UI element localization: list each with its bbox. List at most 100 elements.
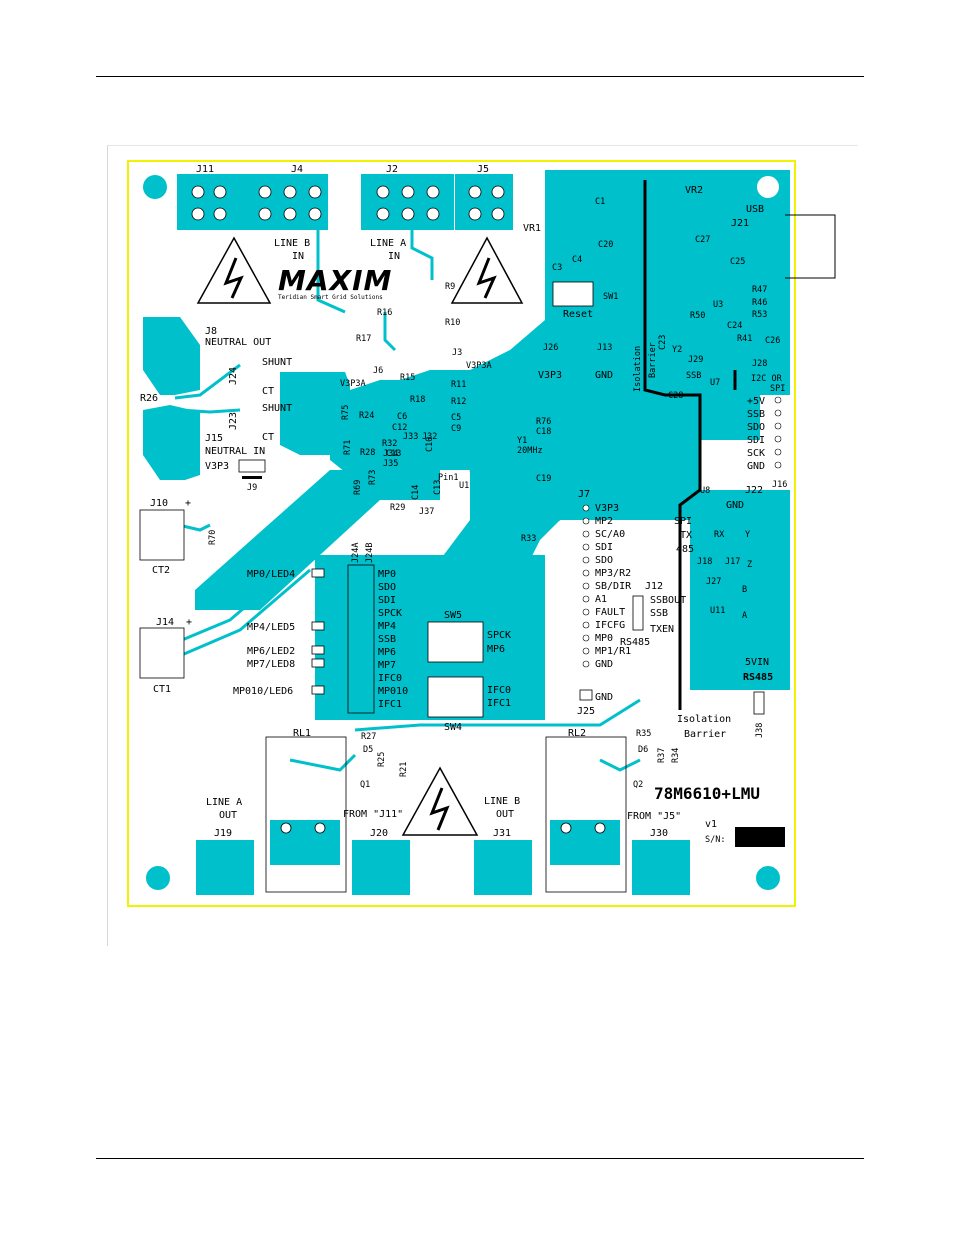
label-neutral-out: NEUTRAL OUT (205, 337, 271, 348)
label-spi-tx-1: SPI (674, 516, 692, 527)
label-barrier-1: Barrier (648, 342, 658, 378)
label-from-j11: FROM "J11" (343, 809, 403, 820)
j7-pin: V3P3 (595, 503, 619, 514)
j7-pin-labels: V3P3 MP2 SC/A0 SDI SDO MP3/R2 SB/DIR A1 … (595, 503, 632, 670)
j16-pin-labels: +5V SSB SDO SDI SCK GND (747, 396, 765, 472)
j7-pin: MP2 (595, 516, 613, 527)
label-c3: C3 (552, 263, 562, 273)
j7-pin: SB/DIR (595, 581, 632, 592)
label-r9: R9 (445, 282, 455, 292)
label-q2: Q2 (633, 780, 643, 790)
lightning-bolts (223, 257, 497, 831)
label-y1: Y1 (517, 436, 527, 446)
label-j11: J11 (196, 164, 214, 175)
label-rs485-gnd: GND (726, 500, 744, 511)
label-isolation-2: Isolation (677, 714, 731, 725)
label-j8: J8 (205, 326, 217, 337)
led-label: MP0/LED4 (247, 569, 295, 580)
label-ct-2: CT (262, 432, 274, 443)
label-rs485-title: RS485 (743, 672, 773, 683)
label-r47: R47 (752, 285, 767, 295)
label-j35: J35 (383, 459, 398, 469)
label-v3p3: V3P3 (205, 461, 229, 472)
label-c12: C12 (392, 423, 407, 433)
led-labels: MP0/LED4 MP4/LED5 MP6/LED2 MP7/LED8 MP01… (233, 568, 325, 697)
label-j12: J12 (645, 581, 663, 592)
label-spi: SPI (770, 384, 785, 394)
board-serial-label: S/N: (705, 835, 725, 845)
label-spi-tx-3: 485 (676, 544, 694, 555)
labels: J11 J4 J2 J5 LINE B IN LINE A IN VR1 VR2… (140, 164, 787, 695)
label-c24: C24 (727, 321, 742, 331)
j16-pin: SCK (747, 448, 765, 459)
label-line-b-out-2: OUT (496, 809, 514, 820)
label-j29: J29 (688, 355, 703, 365)
j24-pin: SSB (378, 634, 396, 645)
label-j26-v3p3: V3P3 (538, 370, 562, 381)
j24-labels: J24A J24B MP0 SDO SDI SPCK MP4 SSB MP6 M… (351, 543, 408, 710)
label-line-b-in-2: IN (292, 251, 304, 262)
label-j17: J17 (725, 557, 740, 567)
label-u3: U3 (713, 300, 723, 310)
label-plus-1: + (185, 498, 191, 509)
j16-pin: SDO (747, 422, 765, 433)
j12-pin: TXEN (650, 624, 674, 635)
label-isolation-1: Isolation (633, 346, 643, 392)
label-line-a-out-1: LINE A (206, 797, 242, 808)
label-j5: J5 (477, 164, 489, 175)
label-r41: R41 (737, 334, 752, 344)
j12-pin: SSBOUT (650, 595, 686, 606)
label-j18: J18 (697, 557, 712, 567)
j14-box (139, 627, 185, 679)
label-r21: R21 (399, 762, 409, 777)
top-rule (96, 76, 864, 77)
usb-bracket (785, 214, 836, 279)
label-u7: U7 (710, 378, 720, 388)
label-r70: R70 (208, 530, 218, 545)
j7-pin: SDI (595, 542, 613, 553)
label-j38: J38 (755, 723, 765, 738)
sw5-body (427, 621, 484, 663)
label-r11: R11 (451, 380, 466, 390)
label-r16: R16 (377, 308, 392, 318)
label-j26: J26 (543, 343, 558, 353)
label-c1: C1 (595, 197, 605, 207)
label-c20: C20 (598, 240, 613, 250)
serial-number-block (735, 827, 785, 847)
label-r50: R50 (690, 311, 705, 321)
label-j7: J7 (578, 489, 590, 500)
sw4-body (427, 676, 484, 718)
rs485-block-labels: GND RX Y J18 J17 Z J27 B U11 A 5VIN RS48… (697, 500, 773, 738)
label-d5: D5 (363, 745, 373, 755)
label-j20: J20 (370, 828, 388, 839)
label-j30: J30 (650, 828, 668, 839)
label-r27: R27 (361, 732, 376, 742)
rl1-body (265, 736, 347, 893)
label-r28: R28 (360, 448, 375, 458)
j24-header-outline (347, 564, 375, 714)
label-ct1: CT1 (153, 684, 171, 695)
label-q1: Q1 (360, 780, 370, 790)
label-j24b: J24B (365, 543, 375, 563)
label-j24: J24 (228, 367, 239, 385)
led-label: MP6/LED2 (247, 646, 295, 657)
relay-labels: RL1 R27 D5 R25 R21 Q1 RL2 R35 D6 R37 R34… (293, 728, 681, 790)
label-neutral-in: NEUTRAL IN (205, 446, 265, 457)
label-j25-gnd: GND (595, 692, 613, 703)
j16-pin: +5V (747, 396, 765, 407)
label-j31: J31 (493, 828, 511, 839)
label-j14: J14 (156, 617, 174, 628)
label-line-b-out-1: LINE B (484, 796, 520, 807)
j24-pin: MP010 (378, 686, 408, 697)
label-y: Y (745, 530, 750, 540)
label-u1: U1 (459, 481, 469, 491)
j24-pin: IFC1 (378, 699, 402, 710)
label-c26: C26 (765, 336, 780, 346)
label-c13b: C13 (433, 480, 443, 495)
label-pin1: Pin1 (438, 473, 458, 483)
j24-pin: MP7 (378, 660, 396, 671)
label-j16: J16 (772, 480, 787, 490)
label-j24a: J24A (351, 543, 361, 563)
maxim-logo: MAXIM (278, 264, 392, 297)
